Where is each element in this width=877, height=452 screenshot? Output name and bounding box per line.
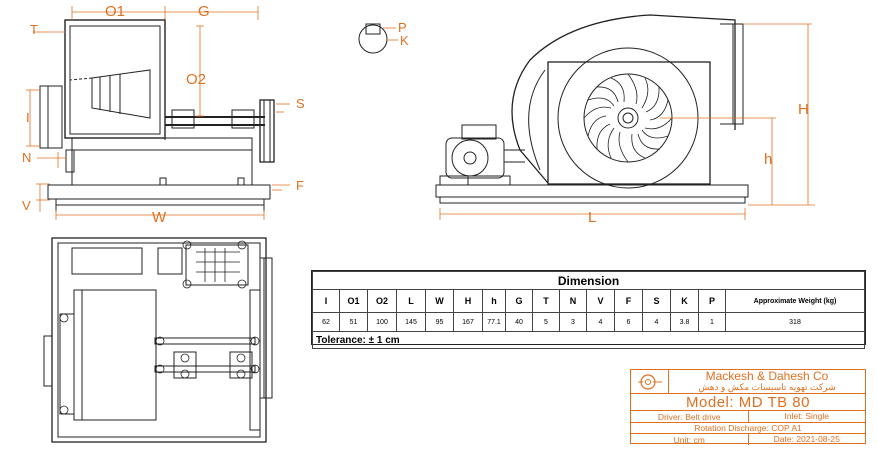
table-cell: 6: [614, 312, 643, 332]
front-view: [435, 14, 749, 204]
col-header: W: [425, 289, 454, 313]
label-F: F: [296, 178, 304, 193]
table-cell: 3: [559, 312, 587, 332]
company-name-persian: شرکت تهویه تاسیسات مکش و دهش: [698, 381, 836, 392]
side-view: [39, 18, 275, 212]
top-view: [43, 237, 273, 443]
label-O1: O1: [105, 3, 125, 20]
table-cell: 318: [725, 312, 865, 332]
label-K: K: [400, 33, 409, 48]
model-name: Model: MD TB 80: [631, 394, 865, 411]
label-S: S: [296, 96, 305, 111]
unit-date-row: Unit: cm Date: 2021-08-25: [631, 434, 865, 445]
col-header: F: [614, 289, 643, 313]
table-cell: 1: [698, 312, 726, 332]
col-header: L: [396, 289, 426, 313]
label-h: h: [764, 151, 772, 168]
driver-type: Driver: Belt drive: [657, 411, 721, 422]
col-header: O2: [367, 289, 397, 313]
label-H: H: [798, 101, 809, 118]
col-header: H: [453, 289, 483, 313]
dimension-table-header-row: I O1 O2 L W H h G T N V F S K P Approxim…: [312, 289, 865, 313]
tolerance-note: Tolerance: ± 1 cm: [312, 331, 865, 349]
col-header: N: [559, 289, 587, 313]
table-cell: 145: [396, 312, 426, 332]
table-cell: 5: [532, 312, 560, 332]
label-N: N: [22, 150, 31, 165]
label-G: G: [198, 3, 210, 20]
driver-inlet-row: Driver: Belt drive Inlet: Single: [631, 411, 865, 423]
table-cell: 100: [367, 312, 397, 332]
label-L: L: [588, 209, 596, 226]
date: Date: 2021-08-25: [747, 434, 866, 445]
col-header: K: [670, 289, 699, 313]
table-cell: 40: [505, 312, 533, 332]
table-cell: 3.8: [670, 312, 699, 332]
label-W: W: [152, 209, 167, 226]
top-view-bolts: [59, 240, 260, 415]
table-cell: 4: [586, 312, 615, 332]
side-view-dimensions: [26, 6, 290, 220]
inlet-type: Inlet: Single: [747, 411, 866, 422]
label-O2: O2: [186, 71, 206, 88]
col-header: S: [642, 289, 671, 313]
company-logo-icon: [631, 369, 669, 394]
key-detail: [358, 23, 388, 54]
col-header-weight: Approximate Weight (kg): [725, 289, 865, 313]
table-cell: 62: [312, 312, 340, 332]
dimension-table-title: Dimension: [312, 271, 865, 290]
dimension-table: Dimension I O1 O2 L W H h G T N V F S K …: [311, 270, 866, 349]
label-P: P: [398, 20, 407, 35]
table-cell: 51: [339, 312, 368, 332]
table-cell: 77.1: [482, 312, 506, 332]
front-view-dimensions: [439, 23, 815, 220]
table-cell: 95: [425, 312, 454, 332]
label-T: T: [30, 22, 38, 37]
company-row: Mackesh & Dahesh Co شرکت تهویه تاسیسات م…: [631, 368, 865, 394]
col-header: h: [482, 289, 506, 313]
col-header: T: [532, 289, 560, 313]
unit: Unit: cm: [673, 434, 705, 445]
col-header: V: [586, 289, 615, 313]
rotation-discharge: Rotation Discharge: COP A1: [631, 423, 865, 434]
col-header: O1: [339, 289, 368, 313]
col-header: G: [505, 289, 533, 313]
label-I: I: [26, 110, 30, 125]
col-header: P: [698, 289, 726, 313]
table-cell: 167: [453, 312, 483, 332]
dimension-table-value-row: 62 51 100 145 95 167 77.1 40 5 3 4 6 4 3…: [312, 312, 865, 332]
label-V: V: [22, 198, 31, 213]
title-block: Mackesh & Dahesh Co شرکت تهویه تاسیسات م…: [630, 368, 866, 445]
col-header: I: [312, 289, 340, 313]
company-name: Mackesh & Dahesh Co: [705, 368, 829, 383]
table-cell: 4: [642, 312, 671, 332]
